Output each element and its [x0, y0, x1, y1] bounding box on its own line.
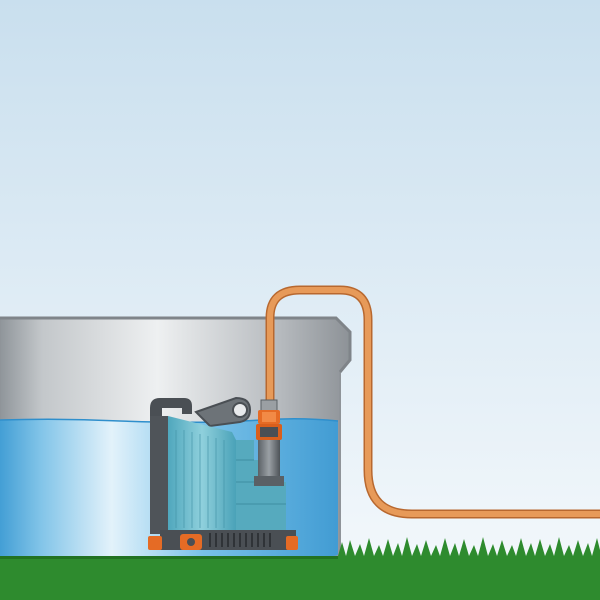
pump-side-column [150, 416, 168, 534]
pump-body [168, 416, 236, 530]
grass-tufts [338, 537, 600, 560]
hose-connector [256, 399, 282, 440]
float-switch-knob-icon [232, 402, 248, 418]
garden-hose [265, 285, 600, 519]
tank-rim [0, 316, 352, 373]
ground [0, 556, 600, 600]
pump-handle [150, 398, 192, 418]
submersible-pump [148, 396, 298, 550]
pump-foot-right [286, 536, 298, 550]
outlet-pipe-base [254, 476, 284, 486]
pump-foot-left [148, 536, 162, 550]
pump-body-ribs [175, 430, 225, 528]
hose-tube-highlight [267, 287, 600, 517]
outlet-pipe [258, 440, 280, 486]
pump-foot-center-bolt-icon [187, 538, 195, 546]
intake-grille [209, 533, 271, 547]
ground-shadow-line [0, 556, 338, 559]
